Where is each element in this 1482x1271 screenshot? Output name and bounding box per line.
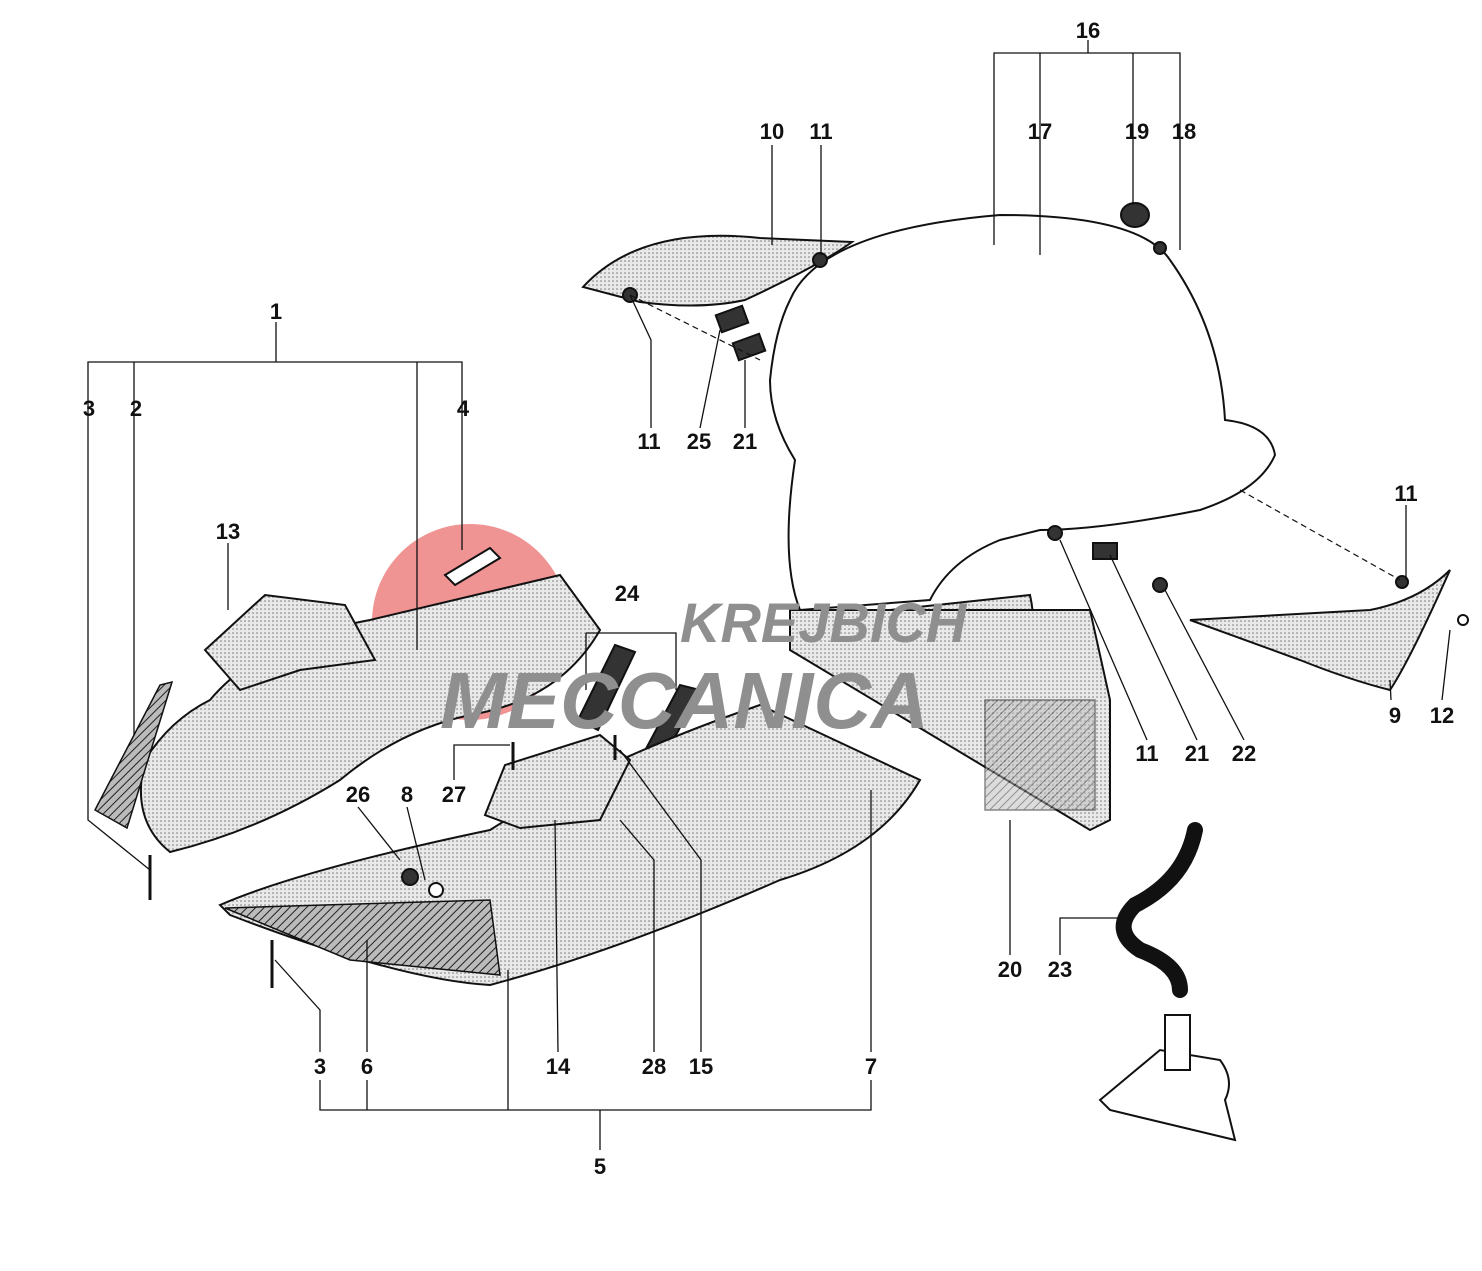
- seal-24a: [576, 643, 637, 732]
- callout-11: 11: [1394, 481, 1417, 506]
- callout-22: 22: [1232, 741, 1256, 766]
- sticker-4: [443, 546, 502, 587]
- cover-14: [483, 733, 632, 830]
- callout-11: 11: [809, 119, 832, 144]
- callout-3: 3: [83, 396, 95, 421]
- callout-16: 16: [1076, 18, 1100, 43]
- callout-11: 11: [1135, 741, 1158, 766]
- callout-15: 15: [689, 1054, 713, 1079]
- panel-9: [1189, 569, 1451, 692]
- callout-labels: 16 17 19 18 10 11 1 3 2 4 13 11 25 21 11…: [83, 18, 1454, 1179]
- callout-26: 26: [346, 782, 370, 807]
- callout-8: 8: [401, 782, 413, 807]
- mesh-6: [224, 899, 501, 976]
- callout-17: 17: [1028, 119, 1052, 144]
- watermark-line2: MECCANICA: [440, 656, 929, 745]
- callout-14: 14: [546, 1054, 571, 1079]
- callout-24: 24: [615, 581, 640, 606]
- callout-12: 12: [1430, 703, 1454, 728]
- callout-25: 25: [687, 429, 711, 454]
- base-23: [1098, 1048, 1237, 1142]
- callout-1: 1: [270, 299, 282, 324]
- callout-10: 10: [760, 119, 784, 144]
- watermark-line1: KREJBICH: [680, 591, 968, 654]
- callout-7: 7: [865, 1054, 877, 1079]
- callout-6: 6: [361, 1054, 373, 1079]
- callout-27: 27: [442, 782, 466, 807]
- leader-lines: [87, 40, 1451, 1150]
- watermark-logo: KREJBICH MECCANICA: [440, 591, 968, 745]
- callout-28: 28: [642, 1054, 666, 1079]
- filter-box: [984, 699, 1096, 811]
- fasteners: [148, 202, 1469, 988]
- callout-23: 23: [1048, 957, 1072, 982]
- callout-19: 19: [1125, 119, 1149, 144]
- callout-18: 18: [1172, 119, 1196, 144]
- callout-2: 2: [130, 396, 142, 421]
- callout-20: 20: [998, 957, 1022, 982]
- callout-4: 4: [457, 396, 470, 421]
- tank-cover: [768, 213, 1277, 612]
- nipple-23: [1164, 1014, 1191, 1071]
- callout-5: 5: [594, 1154, 606, 1179]
- callout-21: 21: [1185, 741, 1209, 766]
- mesh-2: [93, 680, 174, 830]
- hose-23: [1115, 822, 1203, 998]
- callout-11: 11: [637, 429, 660, 454]
- callout-3: 3: [314, 1054, 326, 1079]
- callout-13: 13: [216, 519, 240, 544]
- callout-9: 9: [1389, 703, 1401, 728]
- bracket-13: [203, 593, 377, 692]
- callout-21: 21: [733, 429, 757, 454]
